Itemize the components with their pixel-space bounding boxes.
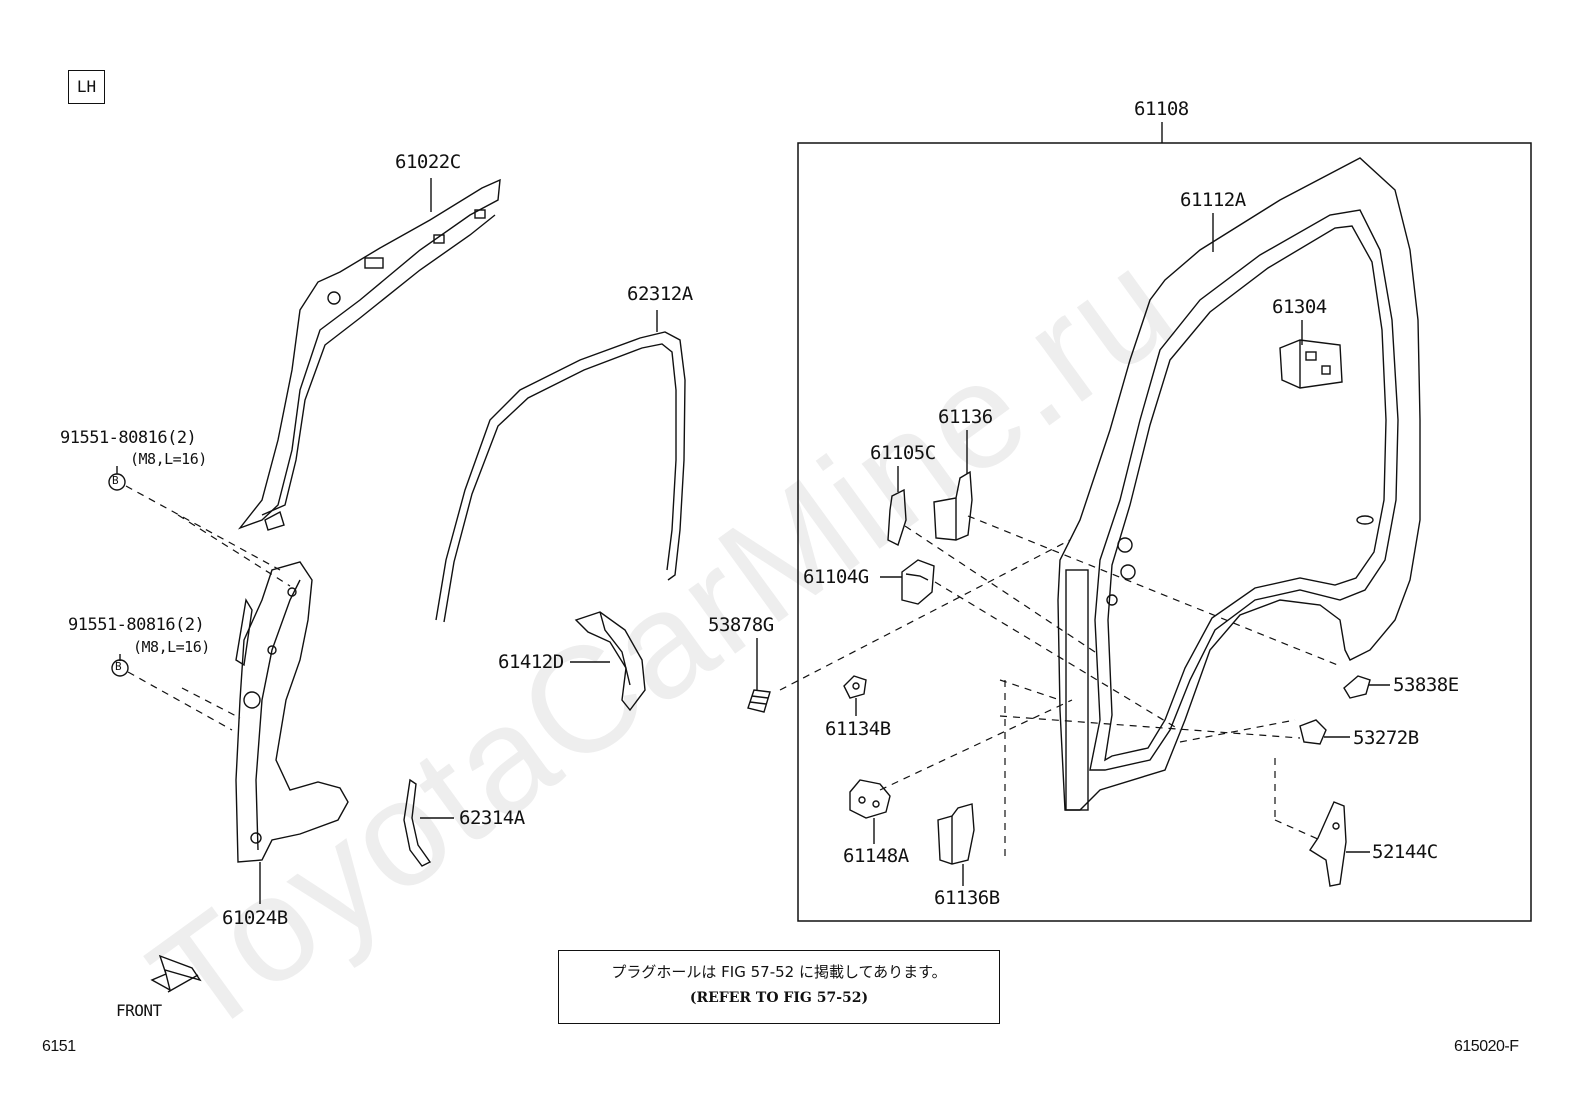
reference-note-jp: プラグホールは FIG 57-52 に掲載してあります。 <box>611 963 947 981</box>
part-61024B-drawing <box>235 561 349 863</box>
part-label-61304[interactable]: 61304 <box>1272 296 1327 318</box>
part-61022C-drawing <box>237 178 501 531</box>
reference-note-en: (REFER TO FIG 57-52) <box>689 990 869 1006</box>
front-arrow-icon <box>150 954 202 993</box>
part-label-61412D[interactable]: 61412D <box>498 651 564 673</box>
part-53272B-drawing <box>1299 719 1327 745</box>
part-53878G-drawing <box>747 689 771 713</box>
part-label-61136B[interactable]: 61136B <box>934 887 1000 909</box>
part-61136B-drawing <box>937 803 975 865</box>
part-label-61024B[interactable]: 61024B <box>222 907 288 929</box>
part-label-61134B[interactable]: 61134B <box>825 718 891 740</box>
part-62312A-drawing <box>435 331 686 623</box>
bolt-callout-drawing <box>108 466 129 677</box>
part-52144C-drawing <box>1309 801 1347 887</box>
part-61136-drawing <box>933 470 973 541</box>
bolt-spec-label-2: (M8,L=16) <box>133 638 210 656</box>
part-53838E-drawing <box>1343 675 1371 699</box>
part-label-61148A[interactable]: 61148A <box>843 845 909 867</box>
side-indicator-label: LH <box>76 77 97 96</box>
part-label-61104G[interactable]: 61104G <box>803 566 869 588</box>
assembly-frame <box>797 142 1532 922</box>
part-61105C-drawing <box>887 488 907 546</box>
assembly-lines <box>125 485 1341 860</box>
part-label-52144C[interactable]: 52144C <box>1372 841 1438 863</box>
part-61148A-drawing <box>849 779 891 819</box>
part-label-61108[interactable]: 61108 <box>1134 98 1189 120</box>
bolt-spec-label-1: (M8,L=16) <box>130 450 207 468</box>
part-61104G-drawing <box>901 559 935 605</box>
part-62314A-drawing <box>403 778 432 867</box>
part-label-61112A[interactable]: 61112A <box>1180 189 1246 211</box>
reference-note: プラグホールは FIG 57-52 に掲載してあります。 (REFER TO F… <box>558 950 1000 1024</box>
part-label-62314A[interactable]: 62314A <box>459 807 525 829</box>
part-label-61022C[interactable]: 61022C <box>395 151 461 173</box>
part-61112A-drawing <box>1057 157 1421 811</box>
part-61304-drawing <box>1279 339 1343 389</box>
part-label-53838E[interactable]: 53838E <box>1393 674 1459 696</box>
bolt-part-label-1[interactable]: 91551-80816(2) <box>60 428 197 448</box>
part-label-53272B[interactable]: 53272B <box>1353 727 1419 749</box>
part-61412D-drawing <box>574 611 646 712</box>
page-number: 6151 <box>42 1038 76 1055</box>
bolt-marker-2: B <box>115 660 122 673</box>
part-label-61136[interactable]: 61136 <box>938 406 993 428</box>
figure-code: 615020-F <box>1454 1038 1519 1055</box>
front-label: FRONT <box>116 1001 162 1020</box>
side-indicator-box: LH <box>68 70 105 104</box>
part-label-53878G[interactable]: 53878G <box>708 614 774 636</box>
part-61134B-drawing <box>843 675 867 699</box>
bolt-part-label-2[interactable]: 91551-80816(2) <box>68 615 205 635</box>
part-label-62312A[interactable]: 62312A <box>627 283 693 305</box>
part-label-61105C[interactable]: 61105C <box>870 442 936 464</box>
bolt-marker-1: B <box>112 474 119 487</box>
